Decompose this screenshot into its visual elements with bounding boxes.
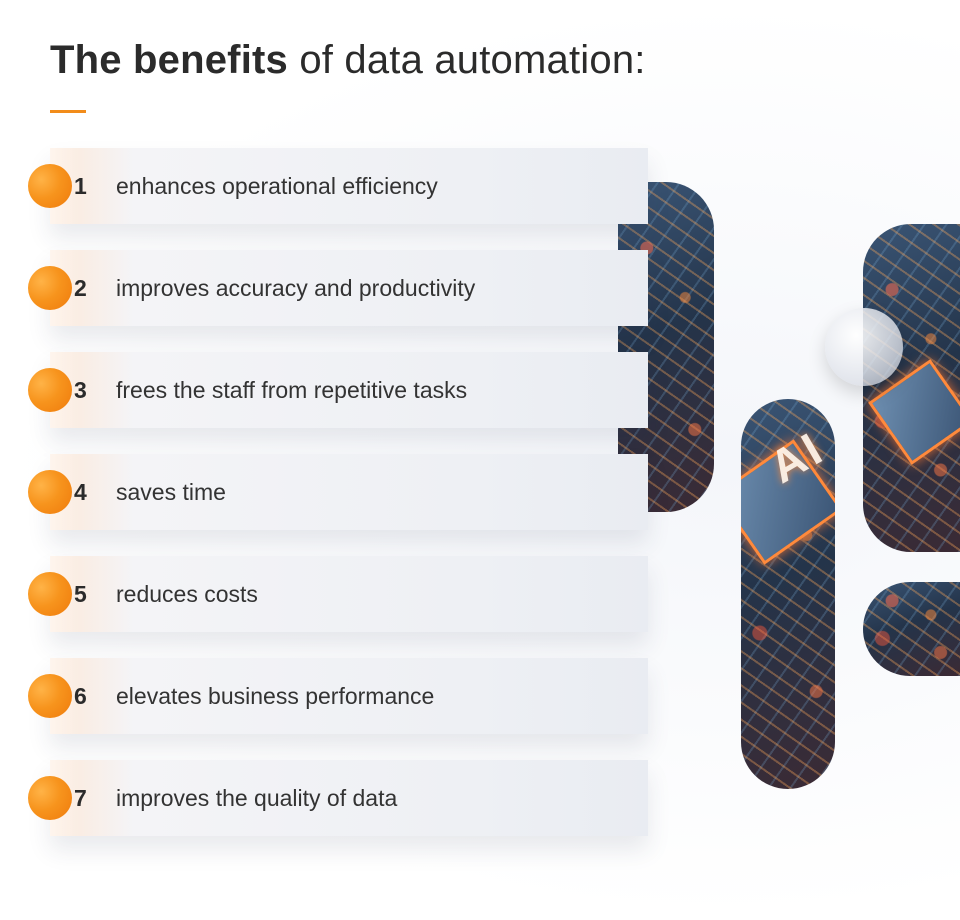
item-text: saves time [116,479,226,505]
bullet-dot-icon [28,674,72,718]
item-text: frees the staff from repetitive tasks [116,377,468,403]
list-item [50,760,648,836]
list-item [50,352,648,428]
item-text: enhances operational efficiency [116,173,438,199]
page-title: The benefits of data automation: [50,38,646,83]
circuit-pill-center [741,399,835,789]
title-rest: of data automation: [288,38,646,82]
item-number: 3 [74,377,87,403]
item-number: 5 [74,581,87,607]
circuit-circle-right [863,582,960,676]
list-item [50,454,648,530]
title-bold: The benefits [50,38,288,82]
bullet-dot-icon [28,776,72,820]
bullet-dot-icon [28,368,72,412]
circuit-pill-right [863,224,960,552]
item-text: improves accuracy and productivity [116,275,476,301]
item-text: improves the quality of data [116,785,398,811]
item-number: 6 [74,683,87,709]
list-item [50,250,648,326]
title-underline [50,110,86,113]
list-item [50,556,648,632]
list-item [50,148,648,224]
list-item [50,658,648,734]
bullet-dot-icon [28,572,72,616]
item-number: 7 [74,785,87,811]
item-number: 2 [74,275,87,301]
item-number: 4 [74,479,87,505]
bullet-dot-icon [28,266,72,310]
bullet-dot-icon [28,164,72,208]
glass-sphere [825,308,903,386]
bullet-dot-icon [28,470,72,514]
item-text: elevates business performance [116,683,435,709]
item-number: 1 [74,173,87,199]
item-text: reduces costs [116,581,258,607]
